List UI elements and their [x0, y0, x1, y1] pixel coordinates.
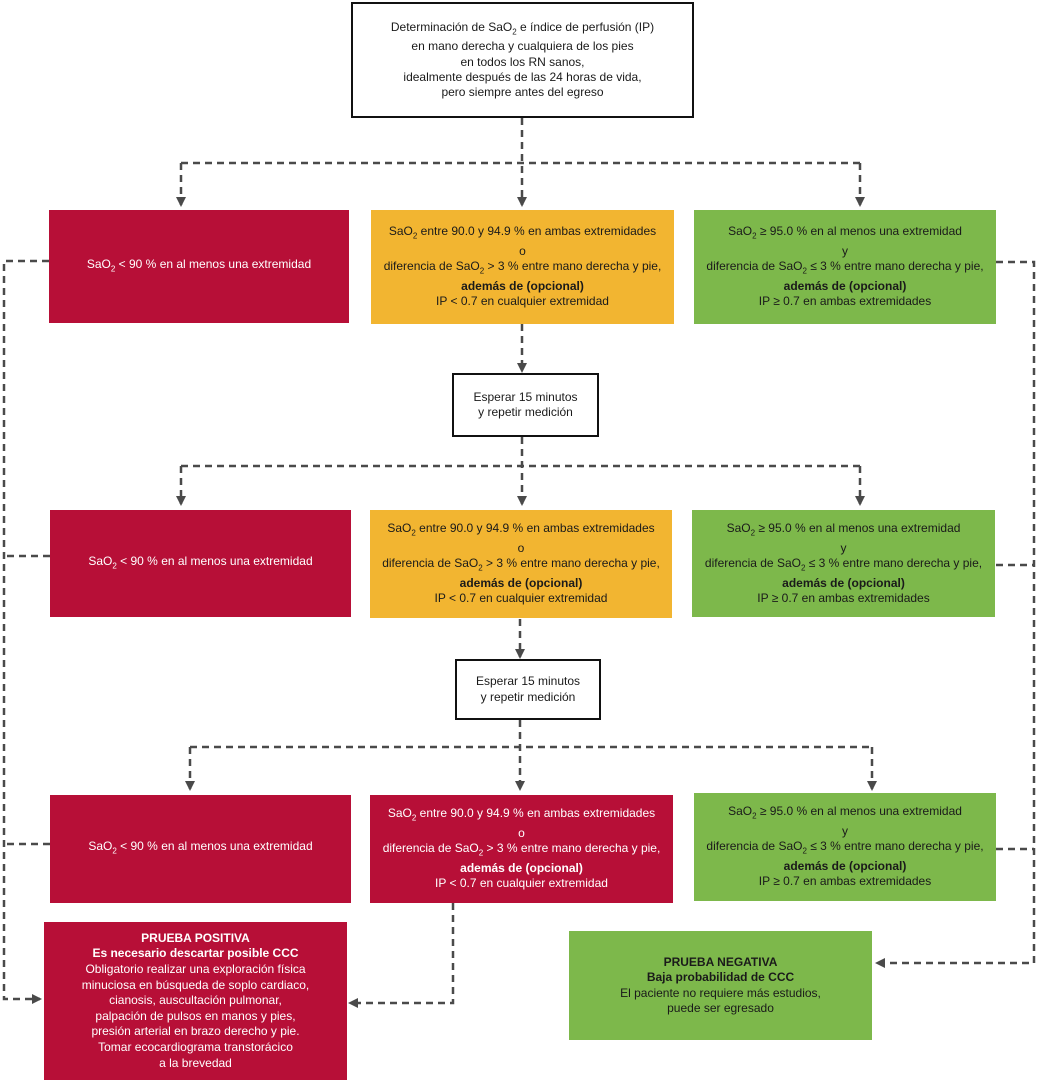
- negative-subtitle: Baja probabilidad de CCC: [646, 970, 795, 985]
- green-box-2: SaO2 ≥ 95.0 % en al menos una extremidad…: [692, 510, 995, 617]
- red-box-1: SaO2 < 90 % en al menos una extremidad: [49, 210, 349, 323]
- orange-1-line-3: diferencia de SaO2 > 3 % entre mano dere…: [383, 259, 662, 276]
- start-line-5: pero siempre antes del egreso: [441, 85, 604, 100]
- green-box-1: SaO2 ≥ 95.0 % en al menos una extremidad…: [694, 210, 996, 324]
- start-line-3: en todos los RN sanos,: [460, 54, 585, 69]
- positive-result-box: PRUEBA POSITIVA Es necesario descartar p…: [44, 922, 347, 1080]
- green-1-line-2: y: [842, 244, 848, 259]
- positive-line-6: palpación de pulsos en manos y pies,: [95, 1008, 296, 1023]
- orange-box-1: SaO2 entre 90.0 y 94.9 % en ambas extrem…: [371, 210, 674, 324]
- positive-line-4: minuciosa en búsqueda de soplo cardiaco,: [81, 977, 310, 992]
- red-box-1-text: SaO2 < 90 % en al menos una extremidad: [86, 256, 312, 274]
- positive-line-5: cianosis, auscultación pulmonar,: [109, 993, 282, 1008]
- negative-result-box: PRUEBA NEGATIVA Baja probabilidad de CCC…: [569, 931, 872, 1040]
- wait-box-1: Esperar 15 minutos y repetir medición: [452, 373, 599, 437]
- positive-title: PRUEBA POSITIVA: [141, 930, 250, 945]
- red-collector-line: [2, 259, 49, 1004]
- orange-2-line-3: diferencia de SaO2 > 3 % entre mano dere…: [382, 556, 660, 573]
- red-mid-box-3: SaO2 entre 90.0 y 94.9 % en ambas extrem…: [370, 795, 673, 903]
- orange-2-line-5: IP < 0.7 en cualquier extremidad: [434, 591, 608, 606]
- positive-subtitle: Es necesario descartar posible CCC: [92, 946, 299, 961]
- green-3-line-3: diferencia de SaO2 ≤ 3 % entre mano dere…: [706, 839, 984, 856]
- wait-2-line-1: Esperar 15 minutos: [475, 674, 581, 689]
- orange-1-line-5: IP < 0.7 en cualquier extremidad: [436, 294, 609, 309]
- red-box-2-text: SaO2 < 90 % en al menos una extremidad: [88, 553, 313, 571]
- wait-1-line-2: y repetir medición: [478, 405, 573, 419]
- green-2-line-2: y: [840, 540, 847, 555]
- green-2-line-4: además de (opcional): [782, 575, 905, 590]
- negative-line-4: puede ser egresado: [667, 1000, 774, 1015]
- orange-2-line-1: SaO2 entre 90.0 y 94.9 % en ambas extrem…: [387, 521, 655, 538]
- positive-line-8: Tomar ecocardiograma transtorácico: [98, 1039, 293, 1054]
- green-1-line-5: IP ≥ 0.7 en ambas extremidades: [758, 294, 932, 309]
- orange-1-line-1: SaO2 entre 90.0 y 94.9 % en ambas extrem…: [388, 224, 657, 241]
- green-1-line-4: además de (opcional): [783, 279, 907, 294]
- green-3-line-5: IP ≥ 0.7 en ambas extremidades: [758, 874, 932, 889]
- green-3-line-1: SaO2 ≥ 95.0 % en al menos una extremidad: [728, 804, 962, 821]
- start-box: Determinación de SaO2 e índice de perfus…: [351, 2, 694, 118]
- orange-box-2: SaO2 entre 90.0 y 94.9 % en ambas extrem…: [370, 510, 672, 618]
- orange-1-line-4: además de (opcional): [461, 279, 584, 294]
- wait-2-line-2: y repetir medición: [480, 689, 576, 704]
- orange-2-line-4: además de (opcional): [459, 576, 583, 591]
- green-1-line-1: SaO2 ≥ 95.0 % en al menos una extremidad: [728, 224, 962, 241]
- red-mid-3-line-1: SaO2 entre 90.0 y 94.9 % en ambas extrem…: [387, 806, 656, 823]
- positive-line-9: a la brevedad: [159, 1055, 232, 1070]
- positive-line-3: Obligatorio realizar una exploración fís…: [85, 962, 306, 977]
- start-line-4: idealmente después de las 24 horas de vi…: [403, 69, 642, 84]
- red-box-3: SaO2 < 90 % en al menos una extremidad: [50, 795, 351, 903]
- green-1-line-3: diferencia de SaO2 ≤ 3 % entre mano dere…: [706, 259, 984, 276]
- wait-1-line-1: Esperar 15 minutos: [473, 389, 578, 404]
- negative-title: PRUEBA NEGATIVA: [663, 954, 778, 969]
- red-mid-3-line-4: además de (opcional): [460, 861, 583, 876]
- green-3-line-4: además de (opcional): [783, 859, 907, 874]
- orange-2-line-2: o: [517, 541, 525, 556]
- red-mid-3-line-3: diferencia de SaO2 > 3 % entre mano dere…: [382, 841, 661, 858]
- green-2-line-1: SaO2 ≥ 95.0 % en al menos una extremidad: [726, 520, 961, 538]
- green-collector-line: [875, 260, 1036, 968]
- green-2-line-3: diferencia de SaO2 ≤ 3 % entre mano dere…: [704, 555, 983, 573]
- green-3-line-2: y: [842, 824, 848, 839]
- arrow-red-mid-positive: [348, 903, 455, 1008]
- start-line-2: en mano derecha y cualquiera de los pies: [411, 39, 634, 54]
- negative-line-3: El paciente no requiere más estudios,: [620, 985, 821, 1000]
- red-mid-3-line-5: IP < 0.7 en cualquier extremidad: [435, 876, 608, 891]
- red-box-2: SaO2 < 90 % en al menos una extremidad: [50, 510, 351, 617]
- start-line-1: Determinación de SaO2 e índice de perfus…: [390, 19, 655, 36]
- red-box-3-text: SaO2 < 90 % en al menos una extremidad: [88, 839, 313, 856]
- orange-1-line-2: o: [519, 244, 526, 259]
- green-box-3: SaO2 ≥ 95.0 % en al menos una extremidad…: [694, 793, 996, 901]
- red-mid-3-line-2: o: [518, 826, 525, 841]
- positive-line-7: presión arterial en brazo derecho y pie.: [91, 1024, 300, 1039]
- wait-box-2: Esperar 15 minutos y repetir medición: [455, 659, 601, 720]
- green-2-line-5: IP ≥ 0.7 en ambas extremidades: [757, 590, 930, 605]
